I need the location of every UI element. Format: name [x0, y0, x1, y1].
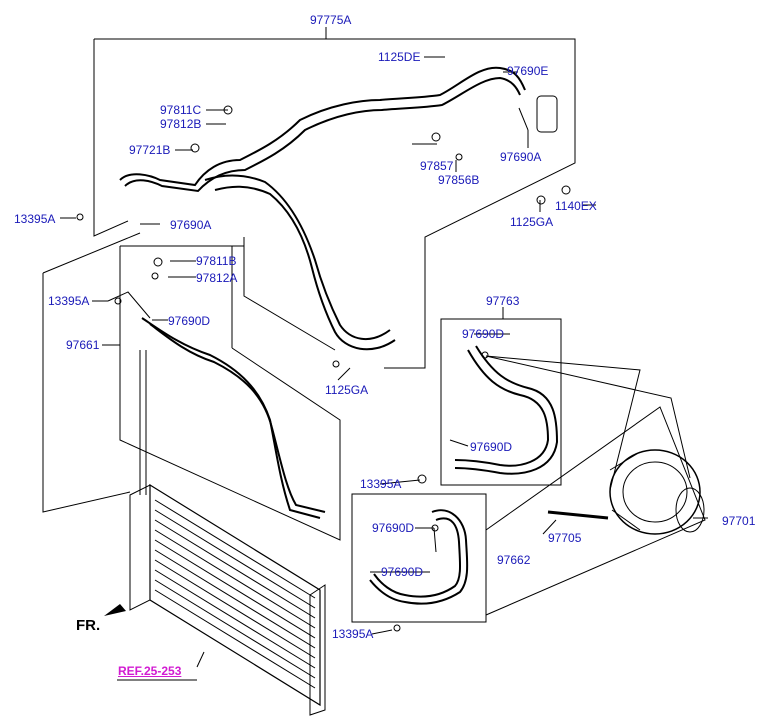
label-97690d-4: 97690D	[372, 521, 415, 535]
label-97812a: 97812A	[196, 271, 238, 285]
label-1125ga-mid: 1125GA	[325, 383, 369, 397]
label-97690a-left: 97690A	[170, 218, 212, 232]
label-97705: 97705	[548, 531, 582, 545]
label-97690d-2: 97690D	[462, 327, 505, 341]
condenser	[129, 350, 326, 716]
label-97662: 97662	[497, 553, 531, 567]
label-1125ga-top: 1125GA	[510, 215, 554, 229]
label-97856b: 97856B	[438, 173, 480, 187]
label-97661: 97661	[66, 338, 100, 352]
label-97690d-3: 97690D	[470, 440, 513, 454]
label-97775a: 97775A	[310, 13, 352, 27]
label-97857: 97857	[420, 159, 454, 173]
frame-97763	[440, 318, 562, 486]
label-1125de: 1125DE	[378, 50, 421, 64]
compressor	[609, 449, 705, 535]
label-97811b: 97811B	[196, 254, 237, 268]
label-97690d-1: 97690D	[168, 314, 211, 328]
front-marker: FR.	[76, 617, 101, 634]
label-13395a-2: 13395A	[48, 294, 90, 308]
frame-97775a-left	[93, 39, 129, 237]
label-13395a-1: 13395A	[14, 212, 56, 226]
label-97690e: 97690E	[507, 64, 549, 78]
label-97811c: 97811C	[160, 103, 202, 117]
bolt-97705	[547, 510, 609, 520]
receiver-drier	[536, 95, 558, 133]
label-97690a-top: 97690A	[500, 150, 542, 164]
label-97701: 97701	[722, 514, 756, 528]
front-arrow-icon	[104, 604, 126, 616]
frame-97662	[351, 493, 487, 623]
reference-link[interactable]: REF.25-253	[118, 664, 182, 678]
label-97812b: 97812B	[160, 117, 202, 131]
frame-97775a	[94, 38, 576, 369]
label-1140ex: 1140EX	[555, 199, 597, 213]
label-97721b: 97721B	[129, 143, 171, 157]
label-97763: 97763	[486, 294, 520, 308]
label-97690d-5: 97690D	[381, 565, 424, 579]
label-13395a-4: 13395A	[332, 627, 374, 641]
label-13395a-3: 13395A	[360, 477, 402, 491]
